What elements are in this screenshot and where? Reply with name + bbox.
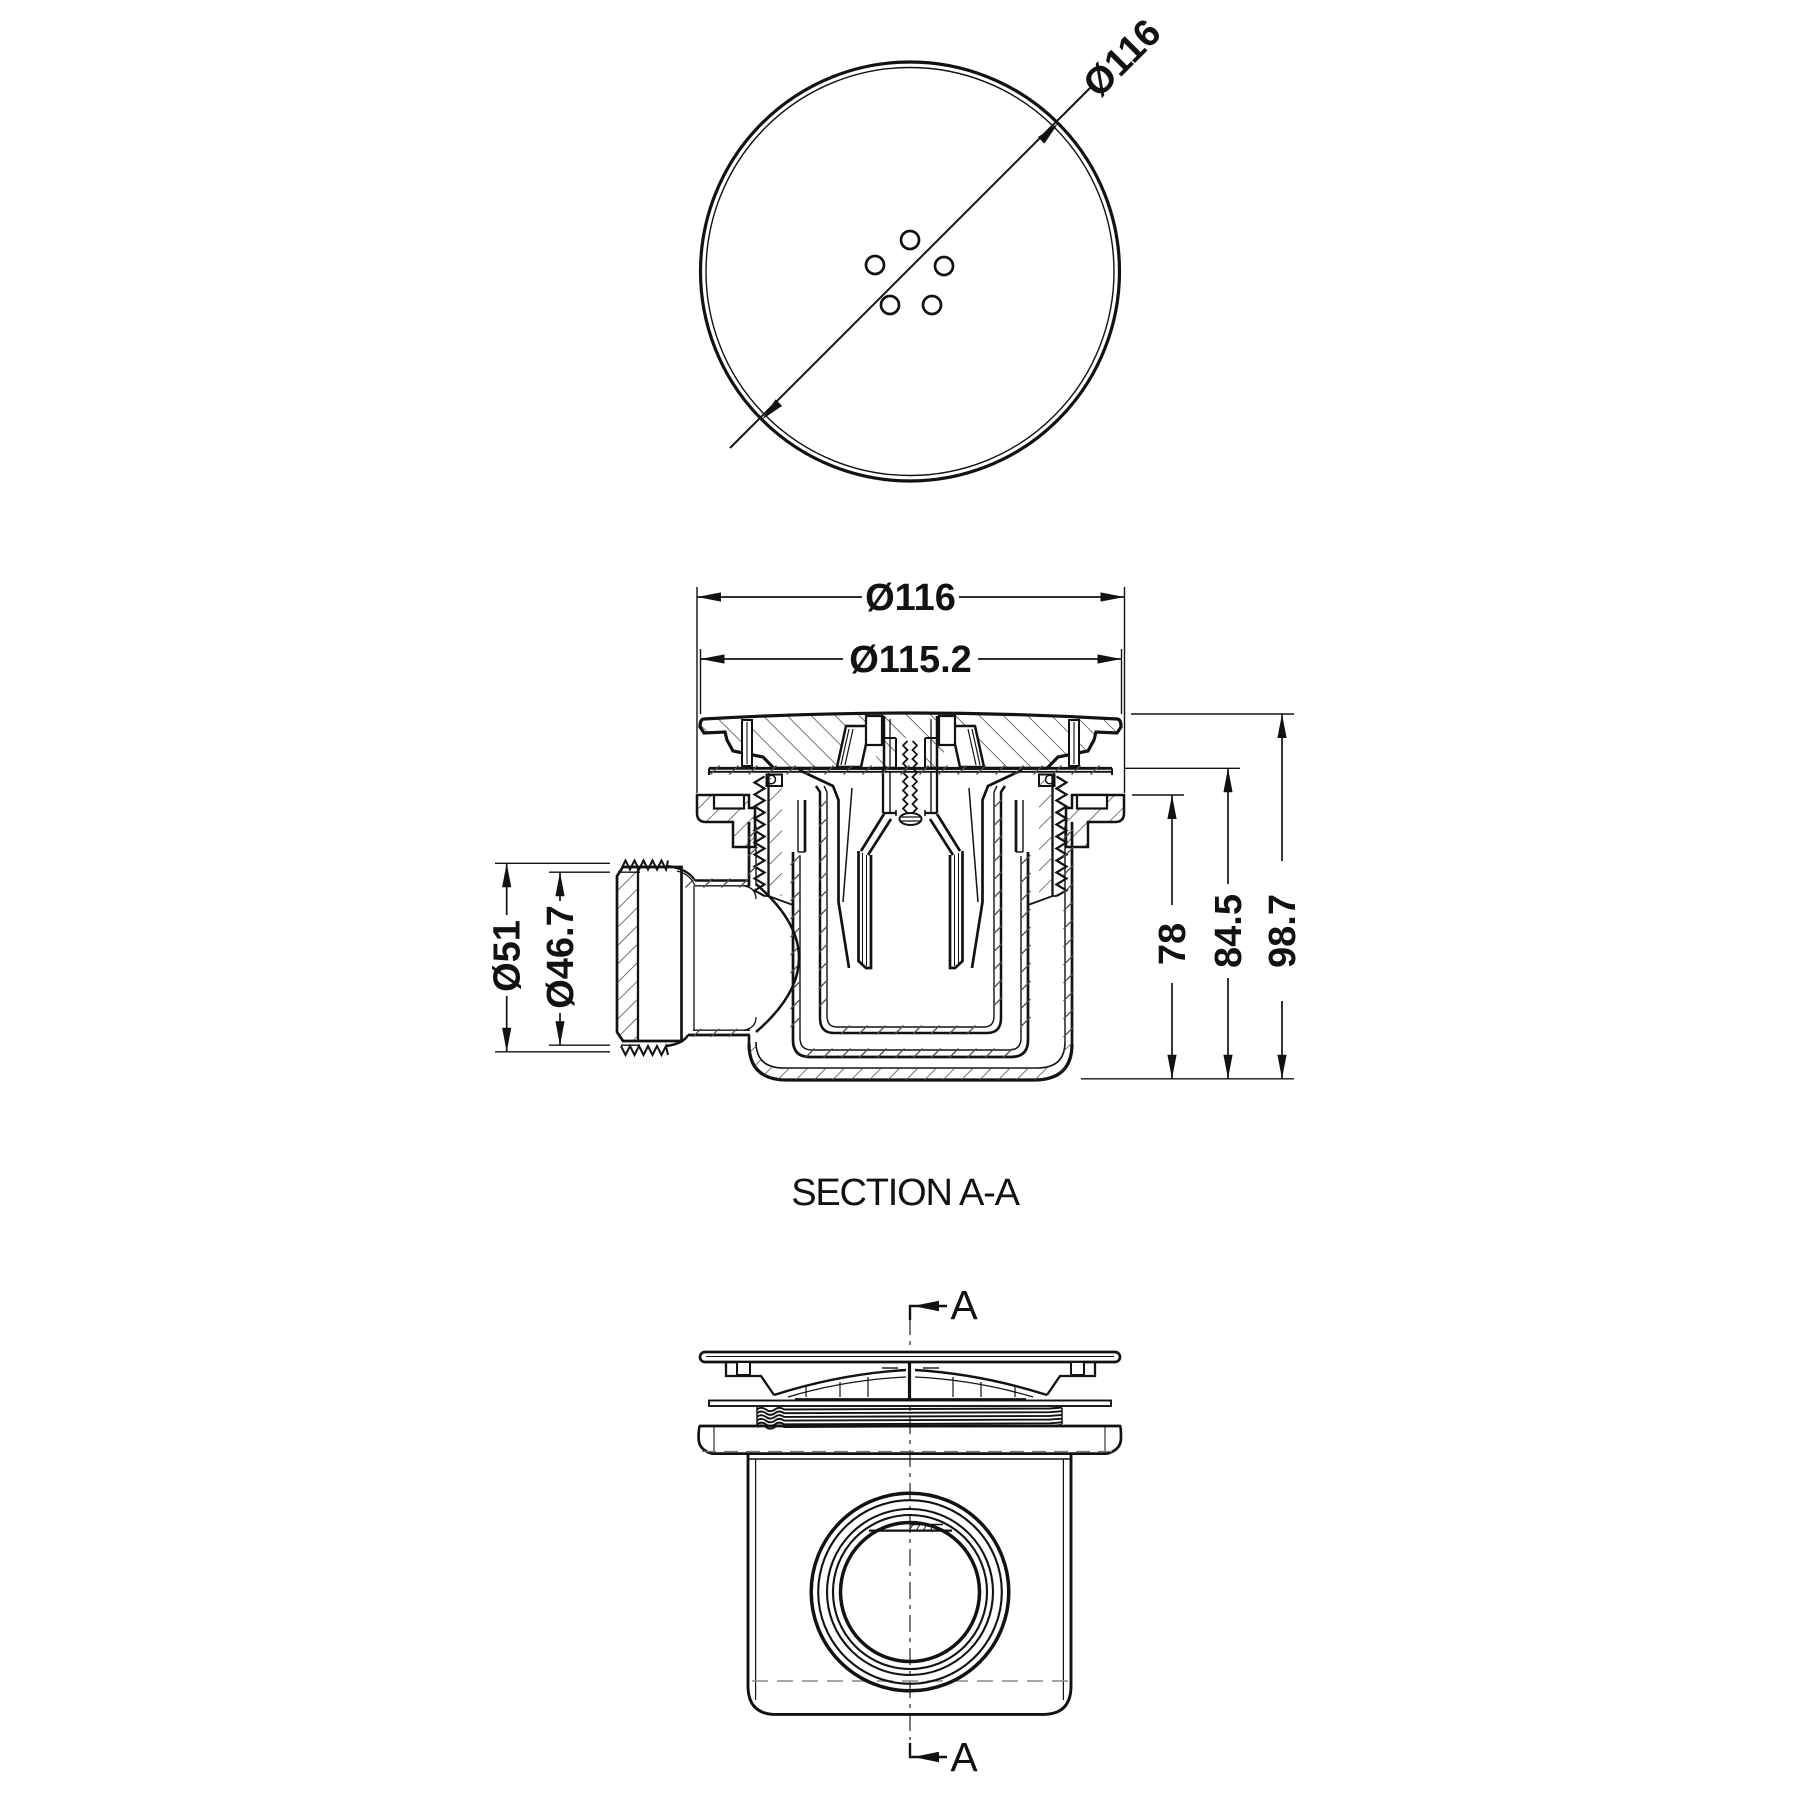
svg-text:98.7: 98.7: [1262, 894, 1304, 968]
svg-text:84.5: 84.5: [1208, 894, 1250, 968]
svg-text:Ø46.7: Ø46.7: [540, 905, 582, 1009]
svg-text:Ø115.2: Ø115.2: [849, 639, 972, 681]
svg-text:78: 78: [1152, 923, 1194, 965]
svg-text:SECTION A-A: SECTION A-A: [791, 1172, 1020, 1214]
svg-text:Ø116: Ø116: [865, 577, 956, 619]
svg-text:A: A: [950, 1734, 978, 1780]
svg-text:Ø51: Ø51: [487, 920, 529, 992]
svg-text:A: A: [950, 1282, 978, 1328]
